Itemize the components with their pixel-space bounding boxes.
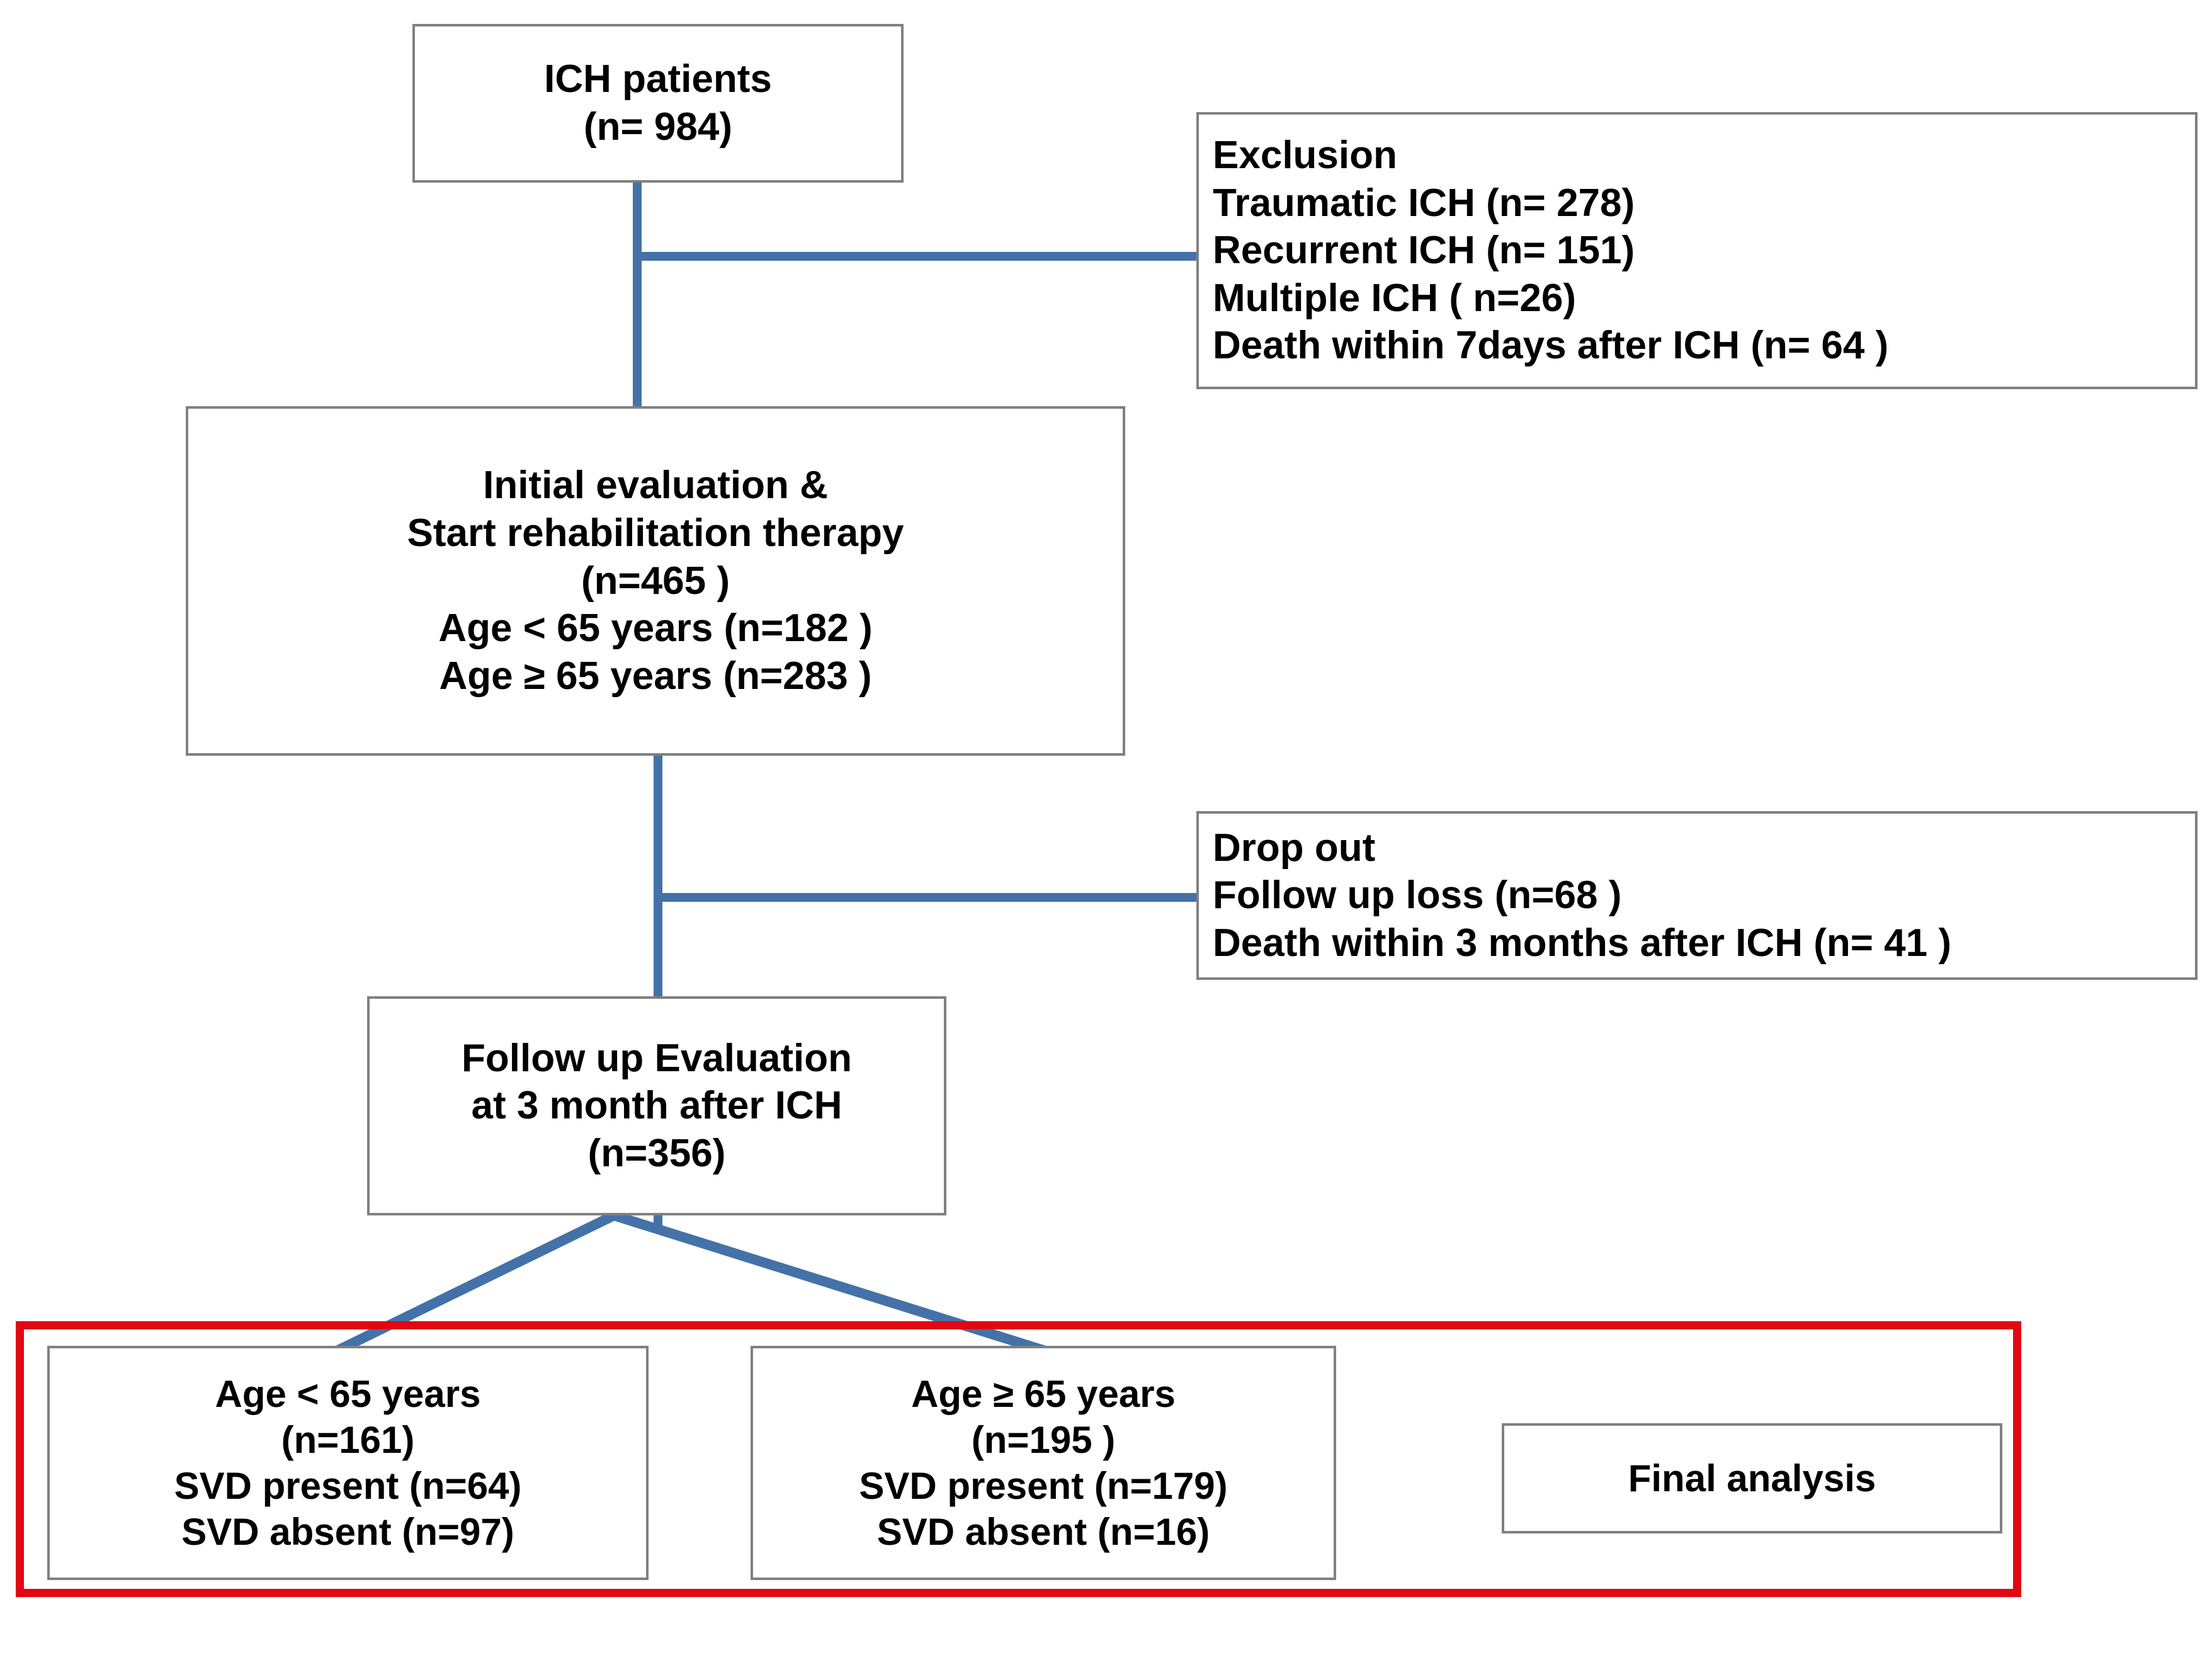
node-age-65-and-over-line-2: (n=195 )	[971, 1418, 1116, 1461]
node-age-under-65-line-4: SVD absent (n=97)	[181, 1511, 514, 1554]
node-exclusion[interactable]: Exclusion Traumatic ICH (n= 278) Recurre…	[1196, 112, 2198, 389]
connector-to-exclusion-horizontal	[633, 252, 1200, 261]
node-initial-evaluation-line-4: Age < 65 years (n=182 )	[438, 606, 873, 651]
node-initial-evaluation-line-3: (n=465 )	[581, 559, 730, 603]
node-drop-out-line-2: Follow up loss (n=68 )	[1213, 873, 1622, 918]
node-final-analysis-label: Final analysis	[1628, 1457, 1876, 1499]
node-follow-up-evaluation-line-1: Follow up Evaluation	[462, 1036, 852, 1080]
node-ich-patients-line-2: (n= 984)	[583, 105, 733, 149]
node-age-65-and-over-line-4: SVD absent (n=16)	[876, 1511, 1210, 1554]
node-follow-up-evaluation-line-3: (n=356)	[587, 1131, 726, 1175]
connector-followup-stub-vertical	[654, 1214, 662, 1227]
node-drop-out-line-3: Death within 3 months after ICH (n= 41 )	[1213, 921, 1951, 965]
connector-to-dropout-horizontal	[654, 893, 1208, 902]
node-follow-up-evaluation[interactable]: Follow up Evaluation at 3 month after IC…	[367, 996, 946, 1215]
node-final-analysis[interactable]: Final analysis	[1502, 1423, 2002, 1533]
node-age-under-65-line-2: (n=161)	[281, 1418, 415, 1461]
node-exclusion-line-3: Recurrent ICH (n= 151)	[1213, 229, 1635, 273]
connector-ich-to-initial-vertical	[633, 183, 642, 408]
node-initial-evaluation-line-5: Age ≥ 65 years (n=283 )	[439, 654, 872, 698]
node-initial-evaluation[interactable]: Initial evaluation & Start rehabilitatio…	[186, 406, 1125, 756]
node-age-65-and-over-line-3: SVD present (n=179)	[859, 1465, 1228, 1507]
node-follow-up-evaluation-line-2: at 3 month after ICH	[471, 1084, 842, 1128]
node-drop-out-line-1: Drop out	[1213, 826, 1376, 870]
connector-initial-to-followup-vertical	[654, 754, 662, 1000]
node-drop-out[interactable]: Drop out Follow up loss (n=68 ) Death wi…	[1196, 811, 2198, 980]
node-exclusion-line-4: Multiple ICH ( n=26)	[1213, 276, 1576, 320]
node-initial-evaluation-line-2: Start rehabilitation therapy	[407, 511, 904, 555]
node-age-65-and-over-line-1: Age ≥ 65 years	[911, 1372, 1176, 1415]
node-ich-patients-line-1: ICH patients	[544, 57, 772, 101]
node-exclusion-line-5: Death within 7days after ICH (n= 64 )	[1213, 324, 1889, 368]
node-age-under-65[interactable]: Age < 65 years (n=161) SVD present (n=64…	[47, 1346, 649, 1580]
node-age-under-65-line-1: Age < 65 years	[215, 1372, 481, 1415]
node-ich-patients[interactable]: ICH patients (n= 984)	[412, 24, 904, 183]
node-initial-evaluation-line-1: Initial evaluation &	[483, 464, 828, 508]
node-age-under-65-line-3: SVD present (n=64)	[174, 1465, 522, 1507]
node-exclusion-line-1: Exclusion	[1213, 133, 1397, 177]
node-exclusion-line-2: Traumatic ICH (n= 278)	[1213, 181, 1635, 225]
node-age-65-and-over[interactable]: Age ≥ 65 years (n=195 ) SVD present (n=1…	[751, 1346, 1336, 1580]
